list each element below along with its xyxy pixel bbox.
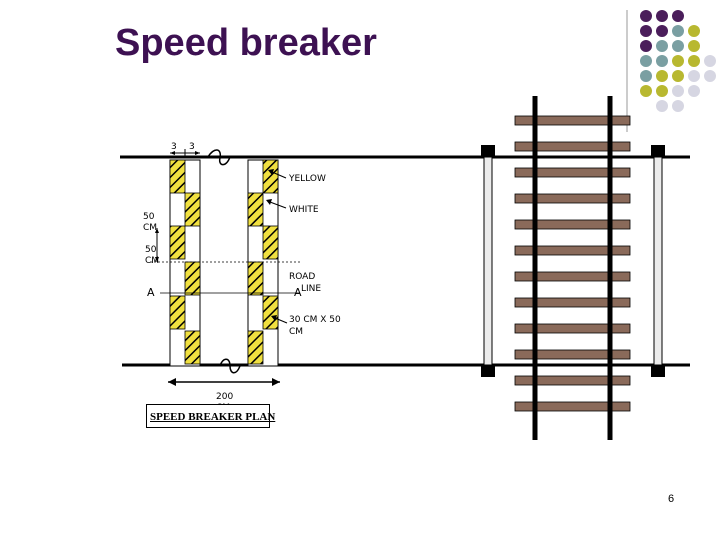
dim-50cm-top-unit: CM bbox=[143, 223, 157, 233]
page-title: Speed breaker bbox=[115, 22, 377, 64]
road-line bbox=[150, 261, 300, 294]
small-dim-label-2: 3 bbox=[189, 142, 195, 152]
dim-50cm-top-value: 50 bbox=[143, 212, 155, 222]
page-number: 6 bbox=[668, 493, 675, 505]
plan-caption: SPEED BREAKER PLAN bbox=[150, 411, 276, 423]
road-edges bbox=[120, 149, 690, 374]
railway-track bbox=[514, 96, 631, 440]
road-label: ROAD bbox=[289, 272, 315, 282]
caption-box bbox=[146, 404, 270, 428]
dim-50cm-bottom-unit: CM bbox=[145, 256, 159, 266]
section-a-left-label: A bbox=[147, 286, 155, 299]
speed-breaker-strips bbox=[169, 159, 279, 367]
leader-arrows bbox=[266, 169, 288, 324]
crossing-gate-posts bbox=[481, 145, 665, 377]
size-label: 30 CM X 50 bbox=[289, 315, 341, 325]
line-label: LINE bbox=[301, 284, 321, 294]
dim-50cm-bottom-value: 50 bbox=[145, 245, 157, 255]
decorative-dot-grid bbox=[626, 10, 716, 132]
size-unit-label: CM bbox=[289, 327, 303, 337]
width-value-label: 200 bbox=[216, 392, 233, 402]
yellow-label: YELLOW bbox=[288, 174, 326, 184]
dimension-marks bbox=[155, 149, 280, 386]
small-dim-label-1: 3 bbox=[171, 142, 177, 152]
section-a-right-label: A bbox=[294, 286, 302, 299]
white-label: WHITE bbox=[289, 205, 319, 215]
